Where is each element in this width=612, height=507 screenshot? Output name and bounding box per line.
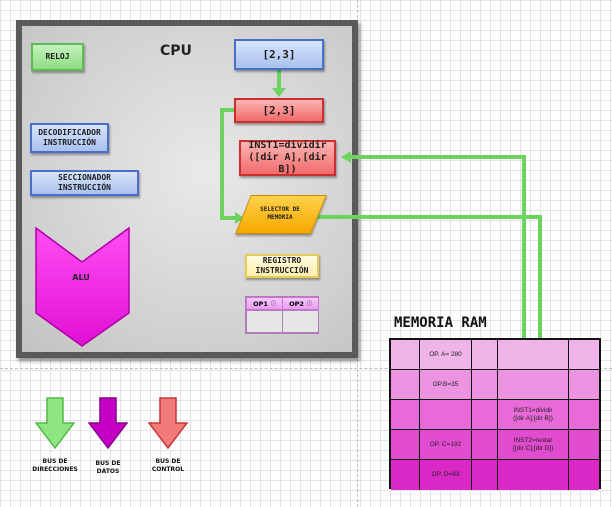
- instruction-arrowhead: [341, 151, 351, 163]
- register-value-text: [2,3]: [262, 103, 296, 117]
- register-to-selector-arrow: [220, 108, 236, 220]
- bus-arrow-shape: [88, 397, 128, 449]
- guide-line-horizontal: [0, 368, 612, 369]
- bus-arrow-shape: [35, 397, 75, 449]
- op2-label: OP2: [289, 299, 304, 308]
- bus-datos-label: BUS DE DATOS: [95, 460, 121, 475]
- ram-cell[interactable]: [391, 400, 420, 429]
- ram-cell[interactable]: INST2=restar ([dir C],[dir D]): [498, 430, 569, 459]
- alu-shape[interactable]: [35, 227, 130, 347]
- bus-arrow-shape: [148, 397, 188, 449]
- ram-cell[interactable]: [472, 340, 498, 369]
- ram-cell[interactable]: OP. C=192: [420, 430, 472, 459]
- selector-label: SELECTOR DE MEMORIA: [260, 206, 300, 221]
- ram-cell[interactable]: INST1=dividir ([dir A],[dir B]): [498, 400, 569, 429]
- cpu-title: CPU: [160, 43, 192, 59]
- bus-direcciones-label: BUS DE DIRECCIONES: [32, 458, 78, 473]
- down-arrowhead: [272, 88, 286, 97]
- ram-cell[interactable]: [498, 370, 569, 399]
- input-value-text: [2,3]: [262, 47, 296, 61]
- ram-row: OP.B=35: [391, 370, 599, 400]
- ram-cell[interactable]: [498, 340, 569, 369]
- selector-memoria[interactable]: SELECTOR DE MEMORIA: [235, 195, 327, 234]
- op1-cell[interactable]: [246, 310, 283, 333]
- ram-cell[interactable]: [391, 460, 420, 490]
- reloj-label: RELOJ: [45, 52, 70, 62]
- ram-row: OP. A= 280: [391, 340, 599, 370]
- decodificador-box[interactable]: DECODIFICADOR INSTRUCCIÓN: [30, 123, 109, 153]
- alu-label: ALU: [72, 273, 90, 282]
- ram-title: MEMORIA RAM: [394, 315, 487, 331]
- bus-control-arrow-icon: [148, 397, 188, 449]
- seccionador-label: SECCIONADOR INSTRUCCIÓN: [58, 173, 111, 192]
- ram-cell[interactable]: [472, 370, 498, 399]
- ram-cell[interactable]: [391, 430, 420, 459]
- selector-to-ram-arrow: [315, 215, 542, 398]
- ram-to-instruction-arrow: [350, 155, 526, 405]
- ram-cell[interactable]: [569, 400, 599, 429]
- ram-table: OP. A= 280 OP.B=35 INST1=dividir ([dir A…: [389, 338, 601, 490]
- op2-cell[interactable]: [282, 310, 319, 333]
- decodificador-label: DECODIFICADOR INSTRUCCIÓN: [38, 128, 101, 147]
- bus-datos-arrow-icon: [88, 397, 128, 449]
- op1-label: OP1: [253, 299, 268, 308]
- ram-cell[interactable]: OP. D=83: [420, 460, 472, 490]
- register-value-box[interactable]: [2,3]: [234, 98, 324, 123]
- ram-cell[interactable]: [472, 460, 498, 490]
- input-value-box[interactable]: [2,3]: [234, 39, 324, 70]
- ram-cell[interactable]: OP. A= 280: [420, 340, 472, 369]
- instruction-box[interactable]: INST1=dividir ([dir A],[dir B]): [239, 140, 336, 176]
- instruction-text: INST1=dividir ([dir A],[dir B]): [248, 140, 327, 175]
- bus-control-label: BUS DE CONTROL: [151, 458, 185, 473]
- ram-row: OP. D=83: [391, 460, 599, 490]
- seccionador-box[interactable]: SECCIONADOR INSTRUCCIÓN: [30, 170, 139, 196]
- ram-cell[interactable]: [498, 460, 569, 490]
- ram-cell[interactable]: [472, 400, 498, 429]
- ram-cell[interactable]: [569, 340, 599, 369]
- reloj-box[interactable]: RELOJ: [31, 43, 84, 71]
- ram-cell[interactable]: [472, 430, 498, 459]
- op2-header[interactable]: OP2 ⓘ: [282, 297, 319, 310]
- ram-row: OP. C=192 INST2=restar ([dir C],[dir D]): [391, 430, 599, 460]
- registro-label: REGISTRO INSTRUCCIÓN: [255, 256, 309, 275]
- ram-cell[interactable]: [569, 460, 599, 490]
- ram-cell[interactable]: [391, 340, 420, 369]
- ram-row: INST1=dividir ([dir A],[dir B]): [391, 400, 599, 430]
- ram-cell[interactable]: [391, 370, 420, 399]
- info-icon: ⓘ: [306, 301, 312, 307]
- bus-direcciones-arrow-icon: [35, 397, 75, 449]
- operands-table: OP1 ⓘ OP2 ⓘ: [245, 296, 319, 334]
- op1-header[interactable]: OP1 ⓘ: [246, 297, 283, 310]
- ram-cell[interactable]: [569, 430, 599, 459]
- ram-cell[interactable]: [569, 370, 599, 399]
- registro-instruccion-box[interactable]: REGISTRO INSTRUCCIÓN: [245, 254, 319, 278]
- selector-arrowhead: [235, 212, 244, 224]
- ram-cell[interactable]: [420, 400, 472, 429]
- info-icon: ⓘ: [270, 301, 276, 307]
- ram-cell[interactable]: OP.B=35: [420, 370, 472, 399]
